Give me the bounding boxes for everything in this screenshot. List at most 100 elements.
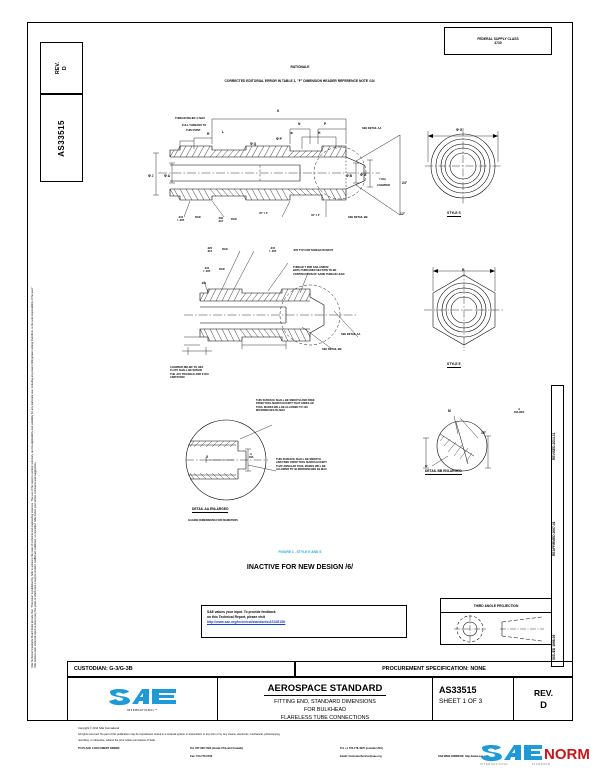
chamfer-note-2: FLATS SHALL BE WITHIN [170, 369, 202, 373]
label-angle-12: 12° [400, 212, 405, 216]
procurement-cell: PROCUREMENT SPECIFICATION: NONE [295, 661, 573, 677]
footer-tel-outside: Tel: +1 724-776-4970 (outside USA) [340, 747, 383, 750]
history-issued: ISSUED 1998-06 [552, 634, 556, 660]
label-rad2: .030 .015 [218, 217, 223, 223]
title-block [67, 677, 573, 721]
mid-see-detail-bb: SEE DETAIL BB [322, 348, 342, 351]
detail-aa-title: DETAIL AA ENLARGED [192, 507, 229, 514]
procurement-text: PROCUREMENT SPECIFICATION: NONE [382, 666, 486, 672]
detail-bb-m-dim: M [448, 409, 451, 413]
label-thread-relief: THREAD RELIEF G MAX [175, 117, 205, 120]
rad1-a: .010 [178, 216, 184, 219]
feedback-line-1: SAE values your input. To provide feedba… [207, 610, 276, 614]
bb-a-ref-2: DIA REF [514, 411, 525, 415]
mid-dim-031: .031 [201, 282, 207, 285]
chamfer-note-3: THE .015 TRIANGLE AND E DIA [170, 372, 209, 376]
style-e-dim: E [462, 268, 465, 272]
style-s-view [425, 128, 501, 204]
aa-note2-l1: THIS SURFACE SHALL BE SMOOTH [276, 458, 321, 461]
mid-rad-a2: .015 [207, 250, 213, 254]
label-N: N [298, 122, 301, 126]
projection-symbol [454, 615, 544, 643]
mid-runout-dim: .015 ± .005 [269, 247, 276, 253]
mid-thread-note-3: CONTINUATION OF SAME THREAD LEAD [293, 272, 345, 276]
mid-thread-note-1: THREAD T PER SAE-AS8879 [293, 266, 329, 269]
disclaimer-line-2: SAE reviews each technical report at lea… [34, 461, 38, 668]
projection-label-divider [440, 612, 552, 613]
custodian-cell: CUSTODIAN: G-3/G-3B [67, 661, 295, 677]
chamfer-note-1: CHAMFER RELIEF TO HEX [170, 366, 204, 369]
style-e-view [424, 267, 504, 351]
inactive-for-new-design: INACTIVE FOR NEW DESIGN /6/ [246, 564, 354, 571]
detail-aa-note2: THIS SURFACE SHALL BE SMOOTH AND FREE FR… [276, 458, 327, 472]
detail-bb-w-dim: W [425, 465, 428, 468]
figure-caption: FIGURE 1 - STYLE E AND S [278, 550, 322, 554]
watermark-sub-1: INTERNATIONAL [480, 763, 509, 766]
detail-aa-note1: THIS SURFACE SHALL BE SMOOTH AND FREE FR… [256, 399, 315, 413]
fsc-line-2: 4730 [494, 41, 502, 45]
label-phi-A: Φ A [164, 174, 171, 178]
standard-title-cell: AEROSPACE STANDARD FITTING END, STANDARD… [218, 678, 432, 721]
mid-runout-note: .005 TYP FOR THREAD RUNOUT [293, 249, 334, 252]
label-rad1: .010 ± .005 [177, 216, 184, 222]
label-R: R [207, 132, 210, 136]
label-full-threads-2: THIS POINT [186, 129, 201, 132]
feedback-url[interactable]: http://www.sae.org/technical/standards/A… [207, 619, 286, 624]
mid-rad-b2: ± .005 [203, 270, 211, 274]
left-disclaimer: SAE Technical Standards Board Rules prov… [31, 182, 53, 668]
label-H: H [318, 131, 321, 135]
detail-bb-a-dia-ref: A DIA REF [514, 408, 524, 414]
aa-note2-l3: THAT ANNULAR TOOL MARKS WILL BE [276, 464, 326, 468]
rationale-title: RATIONALE [290, 65, 310, 69]
footer-order-label: TO PLACE A DOCUMENT ORDER: [78, 747, 121, 750]
title-block-div-2 [432, 677, 433, 721]
detail-aa-u-dim: U DIA [249, 453, 253, 459]
mid-thread-note-2: BOTH THREADED SECTION TO BE [293, 269, 337, 273]
mid-rad-b-suffix: RAD [219, 268, 225, 271]
style-s-dim: Φ G [456, 128, 463, 132]
sae-logo-sub: INTERNATIONAL™ [127, 709, 158, 713]
projection-box [440, 598, 552, 645]
mid-rad-a: .020 .015 [207, 247, 212, 253]
footer-tel-us: Tel: 877-606-7323 (inside USA and Canada… [190, 747, 243, 750]
watermark-mark: NORM [481, 745, 590, 763]
title-block-doc-number: AS33515 [439, 685, 477, 695]
custodian-text: CUSTODIAN: G-3/G-3B [74, 666, 133, 672]
revision-history-box [551, 385, 564, 667]
svg-text:NORM: NORM [544, 746, 590, 763]
mid-runout-1: .015 [270, 247, 276, 250]
aa-note1-l4: MICROINCHES Ra MAX [256, 409, 285, 413]
rev-box: REV. D [40, 42, 83, 94]
doc-number: AS33515 [57, 119, 66, 157]
footer-web: SAE WEB ADDRESS: http://www.sae.org [438, 755, 489, 758]
rad1-b: ± .005 [177, 219, 185, 223]
label-P: P [324, 122, 327, 126]
title-block-rev-label: REV. [533, 688, 554, 698]
aa-note1-l2: FROM TOOL MARKS EXCEPT THAT ANNULAR [256, 402, 314, 406]
federal-supply-class-box: FEDERAL SUPPLY CLASS 4730 [444, 27, 552, 55]
detail-bb-enlarged [423, 415, 491, 472]
title-block-sheet: SHEET 1 OF 3 [439, 698, 483, 705]
label-phi-J: Φ J [148, 174, 154, 178]
label-chamfer: CHAMFER [377, 184, 390, 187]
aa-note2-l4: ALLOWED TO 32 MICROINCHES Ra MAX [276, 468, 327, 472]
history-revised: REVISED 2014-11 [552, 432, 556, 460]
standard-subtitle-3: FLARELESS TUBE CONNECTIONS [280, 714, 370, 721]
mid-rad-a-suffix: RAD [222, 248, 228, 251]
style-e-label: STYLE E [447, 362, 461, 369]
doc-number-box: AS33515 [40, 94, 83, 182]
feedback-line-2: on this Technical Report, please visit [207, 614, 265, 619]
projection-label: THIRD ANGLE PROJECTION [473, 603, 519, 608]
rad2-b: .015 [218, 220, 224, 224]
label-angle-24: 24° [402, 181, 407, 185]
watermark-sub-2: STANDARD [531, 763, 551, 766]
aa-note2-l2: AND FREE FROM TOOL MARKS EXCEPT [276, 461, 327, 465]
mid-chamfer-note: CHAMFER RELIEF TO HEX FLATS SHALL BE WIT… [170, 366, 209, 379]
feedback-box[interactable]: SAE values your input. To provide feedba… [201, 605, 407, 638]
history-reaffirmed: REAFFIRMED 2007-01 [552, 521, 556, 556]
title-block-rev-cell: REV. D [514, 678, 573, 721]
label-phi-Q: Φ Q [250, 142, 257, 146]
label-y-dia: Y DIA [379, 178, 386, 181]
bb-a-ref-1: A [518, 408, 521, 411]
